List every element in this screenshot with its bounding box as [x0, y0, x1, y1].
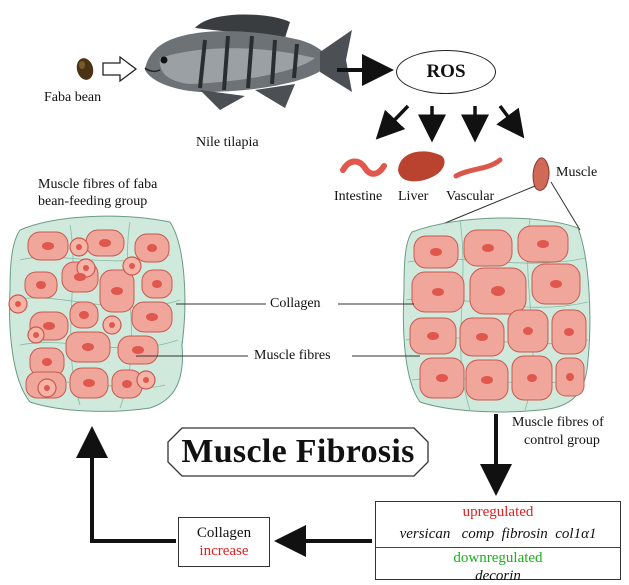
- title-frame: [167, 427, 429, 477]
- gene-box-divider: [376, 547, 620, 548]
- control-group-tissue: [402, 217, 591, 413]
- nile-tilapia-label: Nile tilapia: [196, 135, 259, 150]
- collagen-increase-box: Collagen increase: [178, 517, 270, 567]
- faba-group-label-2: bean-feeding group: [38, 194, 148, 209]
- liver-label: Liver: [398, 189, 429, 204]
- increase-label: increase: [199, 543, 249, 559]
- downregulated-label: downregulated: [453, 550, 543, 566]
- collagen-label: Collagen: [270, 296, 321, 311]
- control-group-label-1: Muscle fibres of: [512, 415, 604, 430]
- liver-icon: [398, 151, 445, 182]
- ros-ellipse: ROS: [396, 50, 496, 94]
- vascular-icon: [453, 157, 503, 179]
- ros-organ-arrows: [375, 104, 525, 143]
- faba-group-label-1: Muscle fibres of faba: [38, 177, 158, 192]
- downregulated-genes: decorin: [475, 568, 521, 584]
- zoom-line: [432, 185, 536, 229]
- faba-bean-icon: [76, 58, 94, 80]
- intestine-icon: [340, 158, 387, 177]
- faba-bean-label: Faba bean: [44, 90, 102, 105]
- upregulated-label: upregulated: [462, 504, 534, 520]
- intestine-label: Intestine: [334, 189, 383, 204]
- muscle-label: Muscle: [556, 165, 598, 180]
- vascular-label: Vascular: [446, 189, 495, 204]
- gene-regulation-box: upregulated versican comp fibrosin col1α…: [375, 501, 621, 584]
- fish-icon: [144, 14, 352, 110]
- hollow-arrow: [102, 55, 138, 83]
- muscle-fibrosis-title: Muscle Fibrosis: [181, 433, 415, 470]
- arrow-collagen-to-faba: [76, 426, 176, 543]
- collagen-box-label: Collagen: [196, 525, 252, 541]
- muscle-icon: [532, 157, 550, 191]
- muscle-fibres-label: Muscle fibres: [254, 348, 331, 363]
- faba-group-tissue: [8, 215, 186, 412]
- ros-label: ROS: [426, 61, 466, 82]
- upregulated-genes: versican comp fibrosin col1α1: [399, 526, 597, 542]
- control-group-label-2: control group: [524, 433, 600, 448]
- zoom-line: [550, 181, 581, 231]
